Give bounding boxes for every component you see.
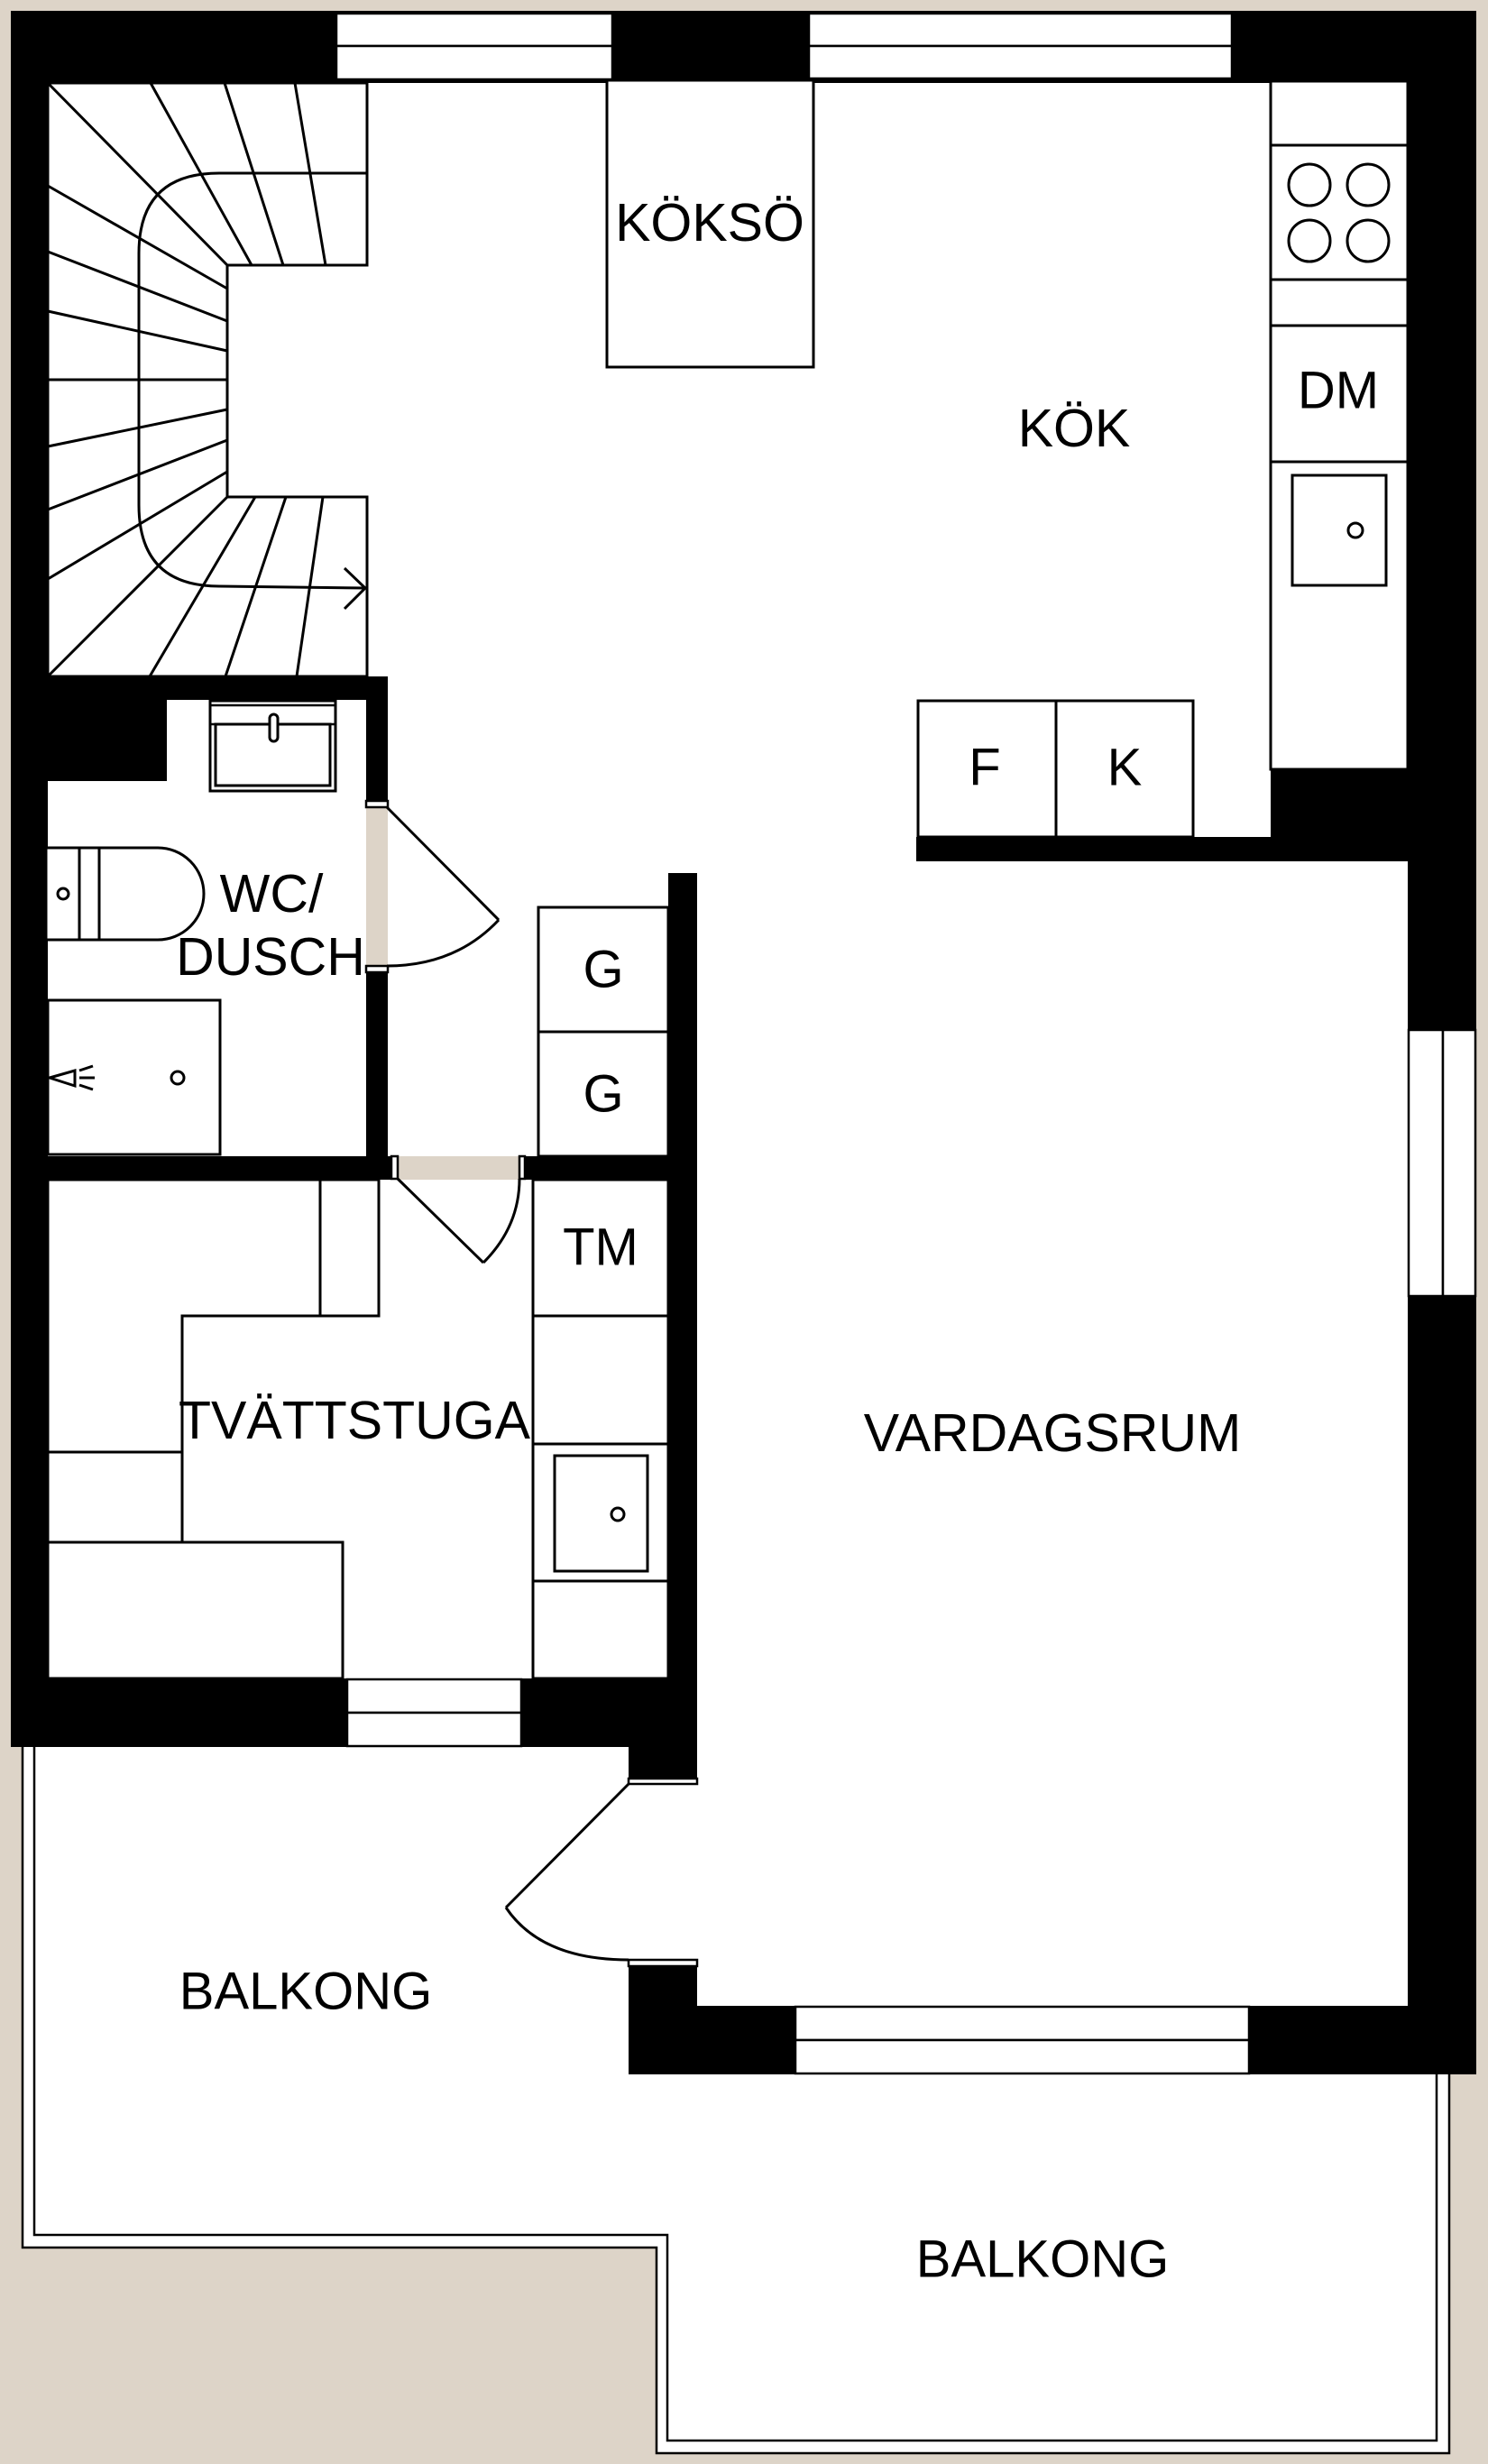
- window-right-wall: [1407, 1028, 1477, 1298]
- windows: [335, 12, 1477, 2075]
- laundry-door[interactable]: [390, 1154, 527, 1264]
- kitchen-counter: DM: [1269, 79, 1410, 771]
- stair-direction-arrow: [137, 171, 367, 590]
- kitchen-sink-icon: [1291, 473, 1388, 587]
- dishwasher-label: DM: [1298, 362, 1379, 420]
- kitchen-island: KÖKSÖ: [605, 78, 815, 369]
- balcony-area: [21, 1741, 1451, 2455]
- freezer-label: K: [1107, 739, 1143, 797]
- wardrobes: G G: [537, 906, 670, 1158]
- bathroom-door[interactable]: [364, 799, 501, 974]
- bathroom: WC/ DUSCH: [44, 699, 365, 1156]
- toilet-icon: [44, 846, 206, 942]
- wardrobe-label-1: G: [583, 941, 623, 999]
- wc-label-line1: WC/: [220, 864, 324, 924]
- shower-icon: [44, 998, 222, 1156]
- balcony-railing-inner: [32, 1746, 1438, 2442]
- living-room-label: VARDAGSRUM: [864, 1403, 1242, 1463]
- laundry-sink-icon: [553, 1454, 649, 1573]
- laundry-counter: TM: [531, 1178, 670, 1680]
- kitchen-island-label: KÖKSÖ: [615, 193, 804, 253]
- balcony-door[interactable]: [504, 1777, 699, 1968]
- balcony-right-label: BALKONG: [916, 2230, 1169, 2289]
- wc-label-line2: DUSCH: [176, 927, 365, 987]
- tumble-dryer-label: TM: [563, 1218, 638, 1277]
- fridge-label: F: [969, 739, 1000, 797]
- kitchen-label: KÖK: [1018, 399, 1131, 458]
- balcony-railing-outer: [21, 1746, 1451, 2455]
- fridge-freezer: F K: [916, 699, 1195, 839]
- bathroom-sink-icon: [208, 699, 337, 793]
- window-living-bottom: [794, 2005, 1251, 2075]
- wardrobe-label-2: G: [583, 1065, 623, 1124]
- balcony-left-label: BALKONG: [179, 1963, 432, 2021]
- stove-burners-icon: [1287, 162, 1391, 263]
- window-laundry: [345, 1678, 523, 1748]
- window-top-right: [807, 12, 1234, 80]
- laundry-room: TM TVÄTTSTUGA: [46, 1178, 670, 1680]
- window-top-left: [335, 12, 614, 81]
- staircase: [46, 81, 369, 678]
- laundry-label: TVÄTTSTUGA: [179, 1391, 531, 1450]
